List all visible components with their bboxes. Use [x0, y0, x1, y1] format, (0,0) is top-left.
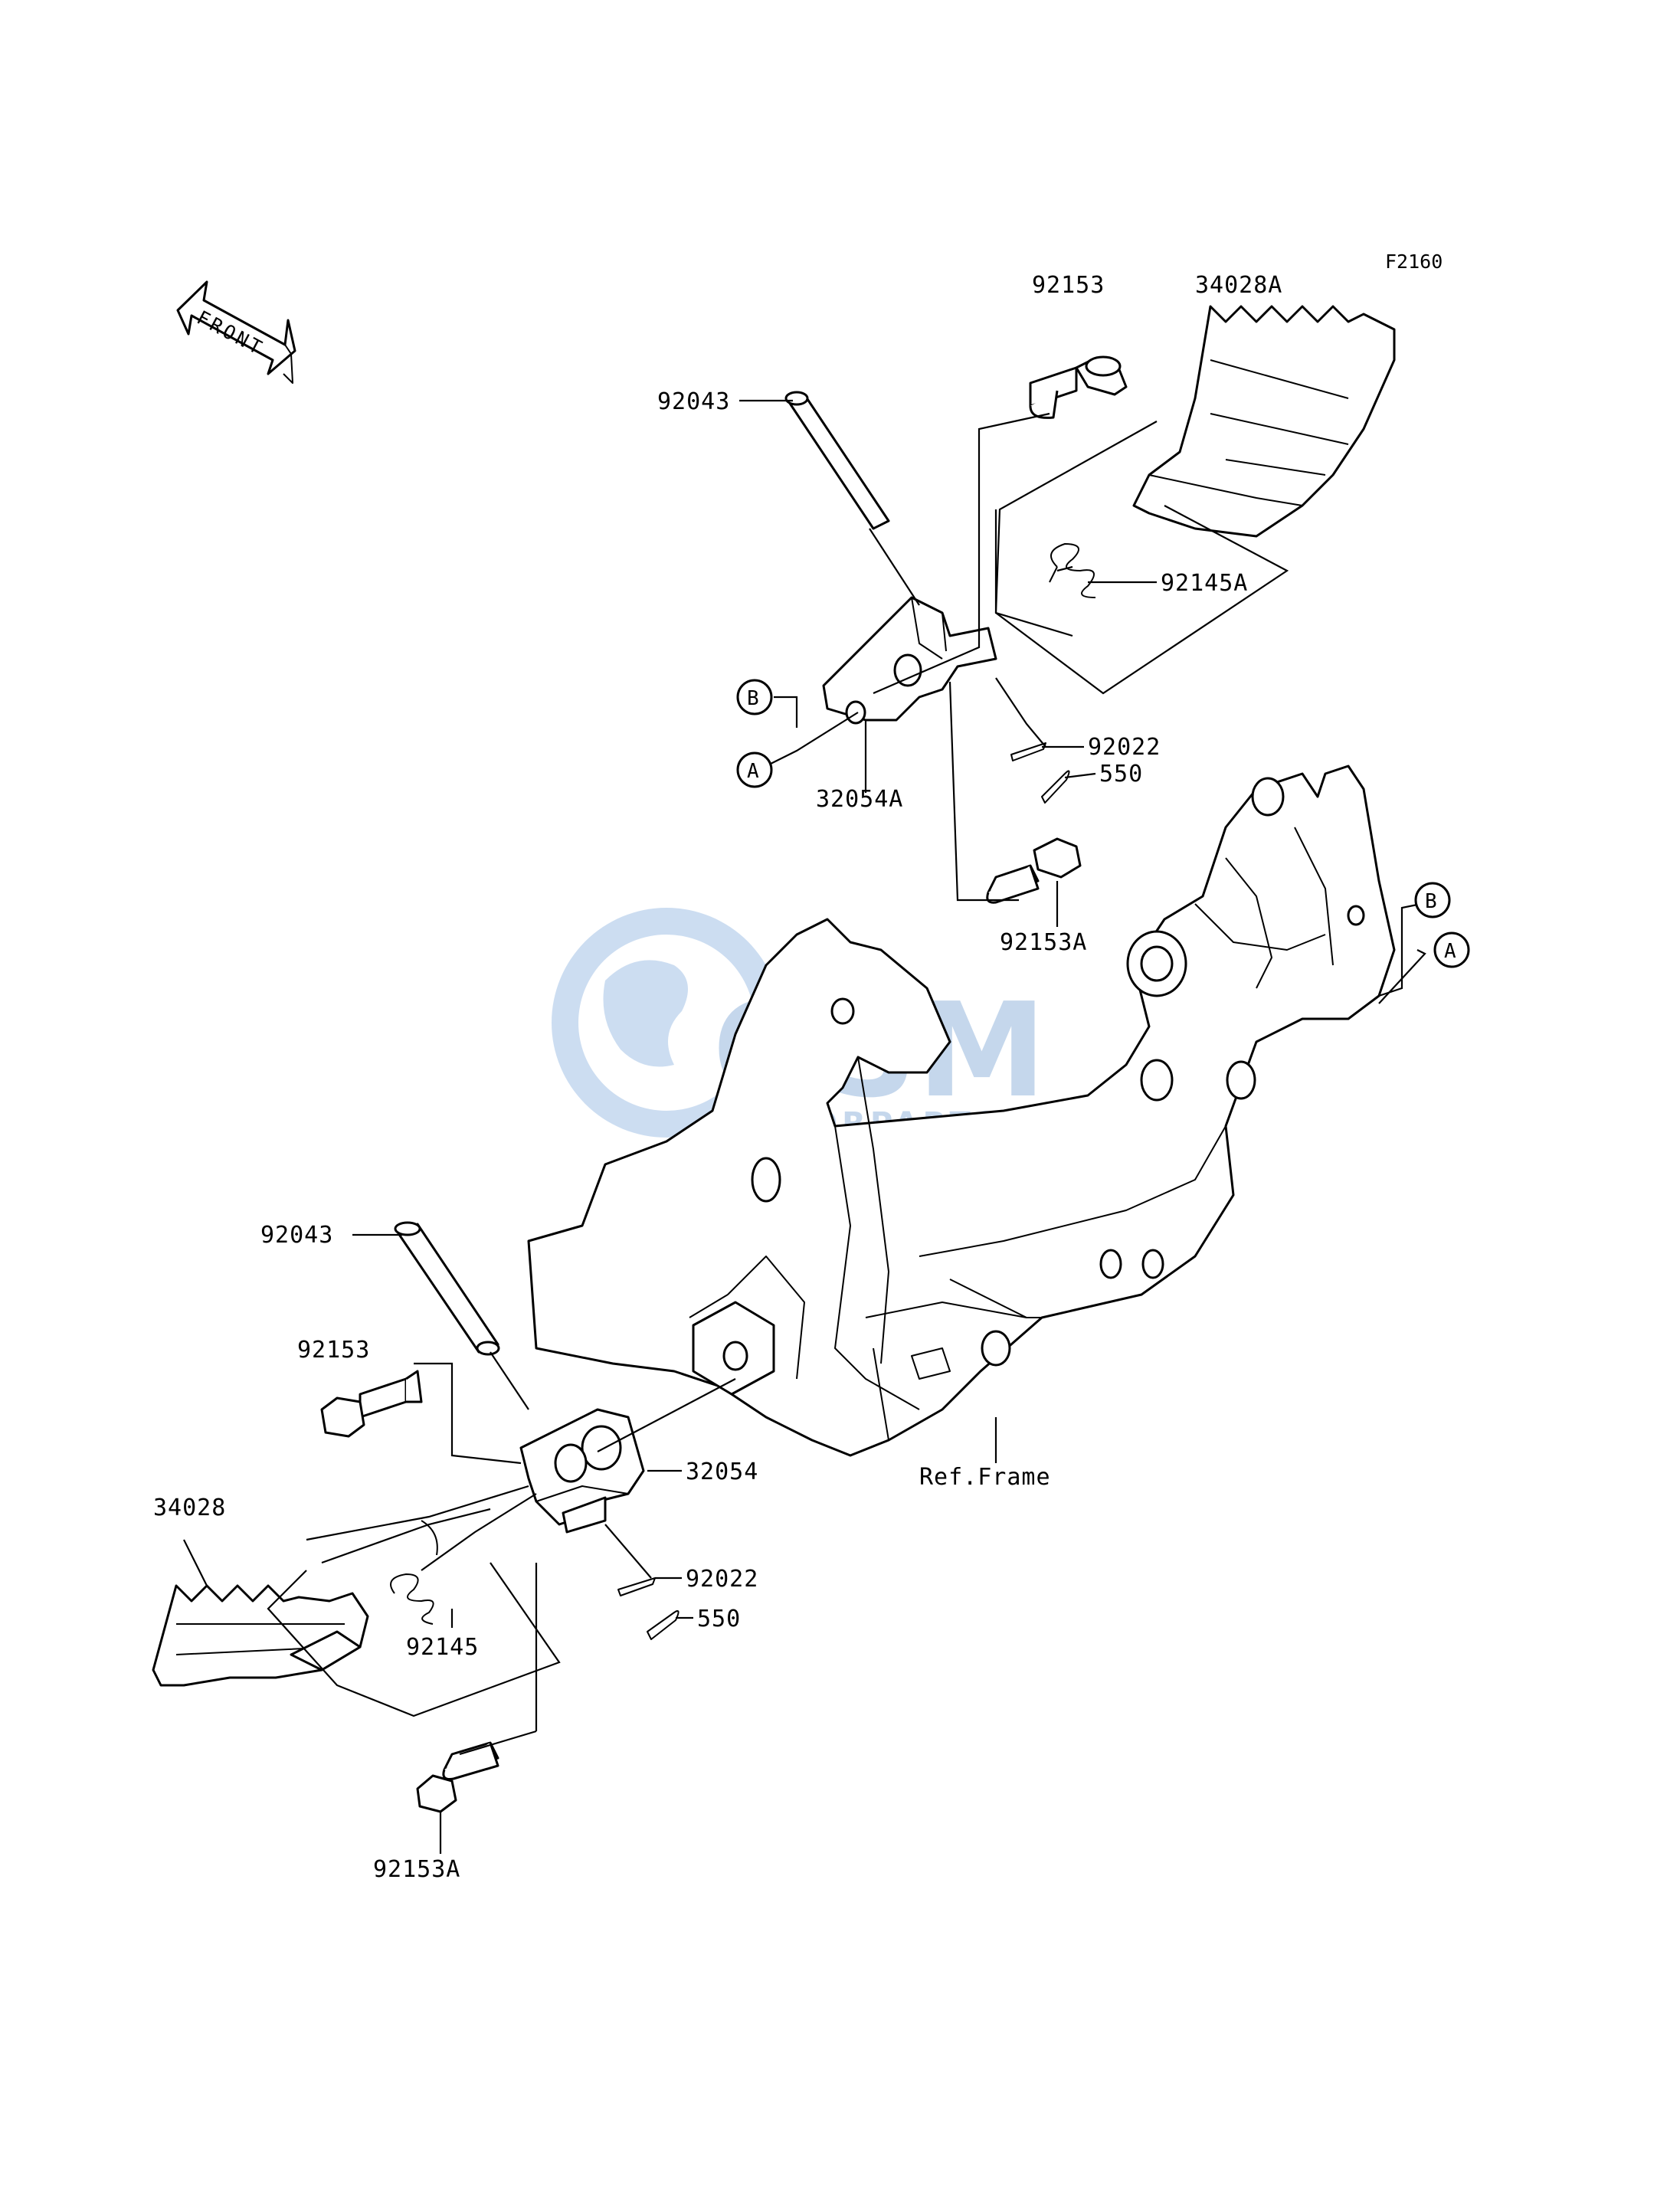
front-arrow-icon: FRONT — [176, 280, 296, 384]
lower-washer-92022 — [617, 1577, 656, 1596]
svg-text:A: A — [747, 760, 759, 783]
label-upper-bolt-92153A: 92153A — [1000, 929, 1087, 956]
label-lower-pin-92043: 92043 — [260, 1222, 333, 1249]
label-ref-frame: Ref.Frame — [919, 1464, 1051, 1491]
lower-bracket-32054 — [519, 1408, 645, 1534]
figure-id: F2160 — [1385, 250, 1443, 273]
frame-body — [527, 765, 1396, 1457]
label-upper-cotter-550: 550 — [1099, 761, 1143, 787]
upper-cotter-550 — [1041, 770, 1070, 804]
leader-lines — [183, 399, 1426, 1854]
lower-bolt-92153 — [320, 1370, 423, 1438]
upper-washer-92022 — [1010, 742, 1046, 761]
label-upper-washer-92022: 92022 — [1088, 734, 1161, 761]
label-lower-spring-92145: 92145 — [406, 1634, 479, 1661]
upper-footpeg-assembly — [784, 305, 1396, 904]
upper-spring-92145A — [1049, 543, 1096, 598]
lower-spring-92145 — [390, 1520, 438, 1625]
callout-a-right: A — [1433, 932, 1470, 968]
label-upper-bracket-32054A: 32054A — [816, 786, 903, 813]
svg-text:A: A — [1444, 940, 1456, 963]
upper-bracket-32054A — [822, 596, 997, 725]
label-lower-washer-92022: 92022 — [686, 1566, 758, 1593]
upper-bolt-92153A — [986, 837, 1082, 904]
upper-pin-92043 — [784, 391, 890, 530]
lower-pin-92043 — [394, 1221, 500, 1356]
label-upper-bolt-92153: 92153 — [1032, 272, 1105, 299]
label-lower-bolt-92153A: 92153A — [373, 1856, 460, 1883]
lower-footpeg-assembly — [152, 1221, 680, 1813]
lower-cotter-550 — [647, 1610, 680, 1640]
upper-footpeg-34028A — [1132, 305, 1396, 538]
lower-bolt-92153A — [416, 1741, 499, 1813]
svg-text:B: B — [1425, 890, 1437, 913]
label-upper-footpeg-34028A: 34028A — [1195, 272, 1282, 299]
callout-b-upper: B — [736, 679, 773, 715]
callout-b-right: B — [1414, 882, 1451, 918]
label-lower-bolt-92153: 92153 — [297, 1337, 370, 1364]
label-upper-spring-92145A: 92145A — [1161, 570, 1248, 597]
svg-text:B: B — [747, 687, 759, 710]
label-lower-footpeg-34028: 34028 — [153, 1495, 226, 1521]
label-lower-cotter-550: 550 — [697, 1606, 741, 1632]
callout-a-upper: A — [736, 751, 773, 788]
label-upper-pin-92043: 92043 — [657, 388, 730, 415]
label-lower-bracket-32054: 32054 — [686, 1459, 758, 1485]
upper-bolt-92153 — [1029, 355, 1128, 419]
lower-footpeg-34028 — [152, 1584, 369, 1687]
